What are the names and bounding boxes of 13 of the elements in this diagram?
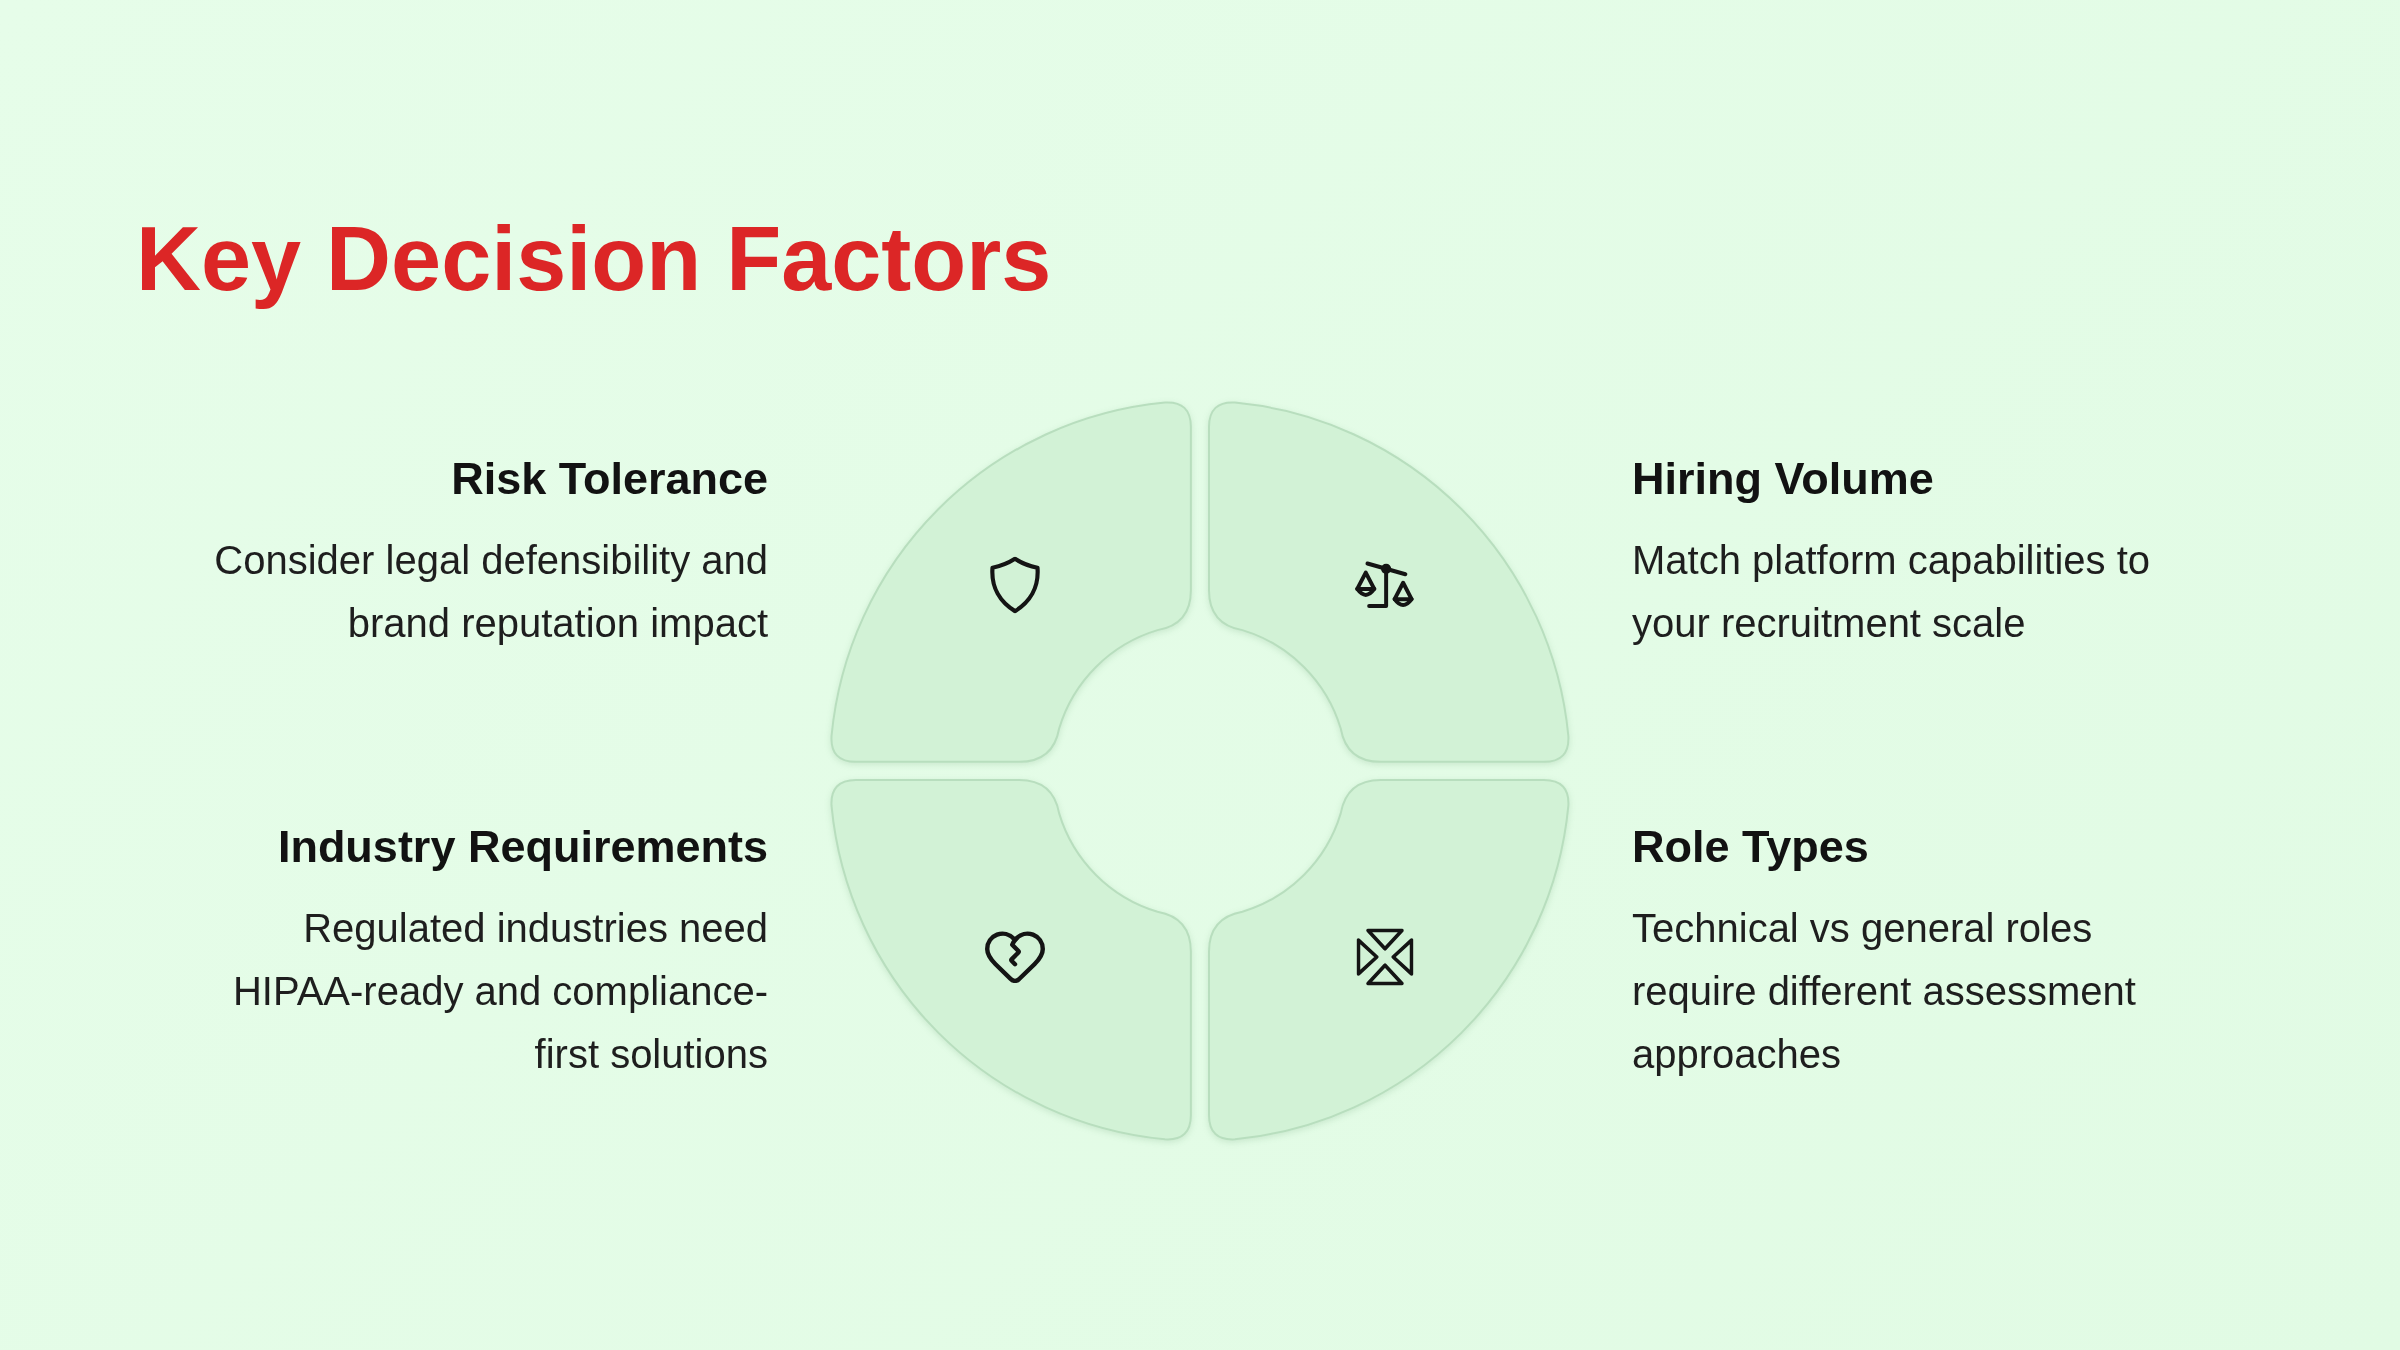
ring-segment: [1208, 401, 1570, 763]
ring-segment: [830, 401, 1192, 763]
factor-description: Consider legal defensibility and brand reputation impact: [213, 537, 768, 647]
factor-heading: Hiring Volume: [1632, 452, 1935, 506]
factor-heading: Risk Tolerance: [450, 452, 768, 506]
factor-heading: Role Types: [1632, 820, 1870, 874]
factor-description: Regulated industries need HIPAA-ready and compliance-first solutions: [231, 905, 768, 1078]
title: Key Decision Factors: [136, 208, 1052, 311]
ring-segment: [830, 779, 1192, 1141]
factor-description: Match platform capabilities to your recruitment scale: [1632, 537, 2151, 647]
ring-segment: [1208, 779, 1570, 1141]
factor-description: Technical vs general roles require different assessment approaches: [1632, 905, 2137, 1078]
factor-heading: Industry Requirements: [276, 820, 768, 874]
